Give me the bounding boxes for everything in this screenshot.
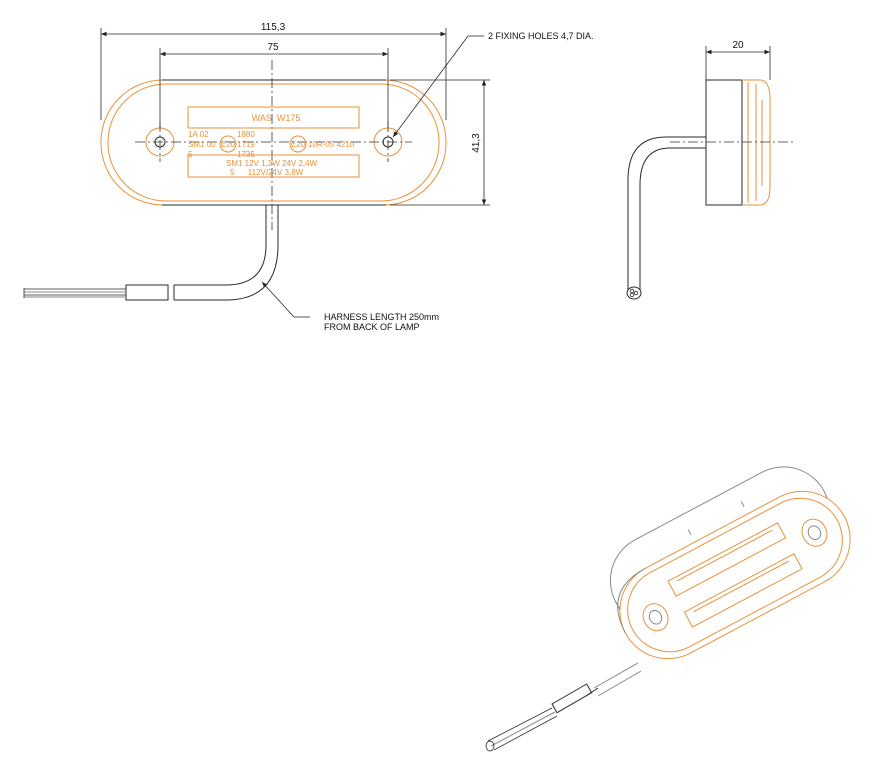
iso-lamp-face [619,490,851,660]
callout-fixing-holes: 2 FIXING HOLES 4,7 DIA. [392,31,594,138]
dimension-overall-width: 115,3 [100,22,447,120]
lens-code-3: 1735 [237,150,255,159]
lens-code-2: 1719 [237,140,255,149]
lens-bottom-line-2: 5 112V/24V 3,8W [230,168,304,177]
lens-top-text: WAS W175 [252,113,301,123]
lens-top-panel [187,106,360,129]
lens-code-1: 1880 [237,130,255,139]
svg-text:HARNESS LENGTH 250mm: HARNESS LENGTH 250mm [324,312,439,322]
side-view: 20 [626,40,796,300]
lamp-lens-outline [107,83,440,202]
svg-text:E20: E20 [291,140,306,149]
svg-text:115,3: 115,3 [261,22,286,33]
harness-cable [23,205,279,301]
svg-text:75: 75 [267,42,279,53]
e-mark-right: E20 [289,135,307,153]
lens-bottom-line-1: SM1 12V 1,2W 24V 2,4W [226,159,318,168]
side-body [705,79,743,206]
lens-left-line-2: SM1 00 [188,140,216,149]
dimension-height: 41,3 [390,79,490,206]
svg-text:41,3: 41,3 [471,133,482,153]
svg-text:E20: E20 [221,140,236,149]
isometric-view [485,466,851,752]
svg-text:FROM BACK OF LAMP: FROM BACK OF LAMP [324,322,420,332]
callout-harness-length: HARNESS LENGTH 250mm FROM BACK OF LAMP [261,281,439,332]
lens-left-line-3: 5 [188,150,193,159]
dimension-depth: 20 [705,40,771,80]
lens-bottom-panel [187,154,360,178]
lens-right-code: 10R-05 4210 [308,140,355,149]
svg-text:2 FIXING HOLES 4,7 DIA.: 2 FIXING HOLES 4,7 DIA. [488,31,594,41]
e-mark-left: E20 [219,135,237,153]
dimension-hole-pitch: 75 [159,42,389,128]
svg-text:20: 20 [732,40,744,51]
front-view: WAS W175 1A 02 SM1 00 5 E20 1880 1719 17… [23,22,594,332]
lamp-body-outline [100,79,447,206]
iso-harness-cable [485,662,642,752]
lens-left-line-1: 1A 02 [188,130,209,139]
